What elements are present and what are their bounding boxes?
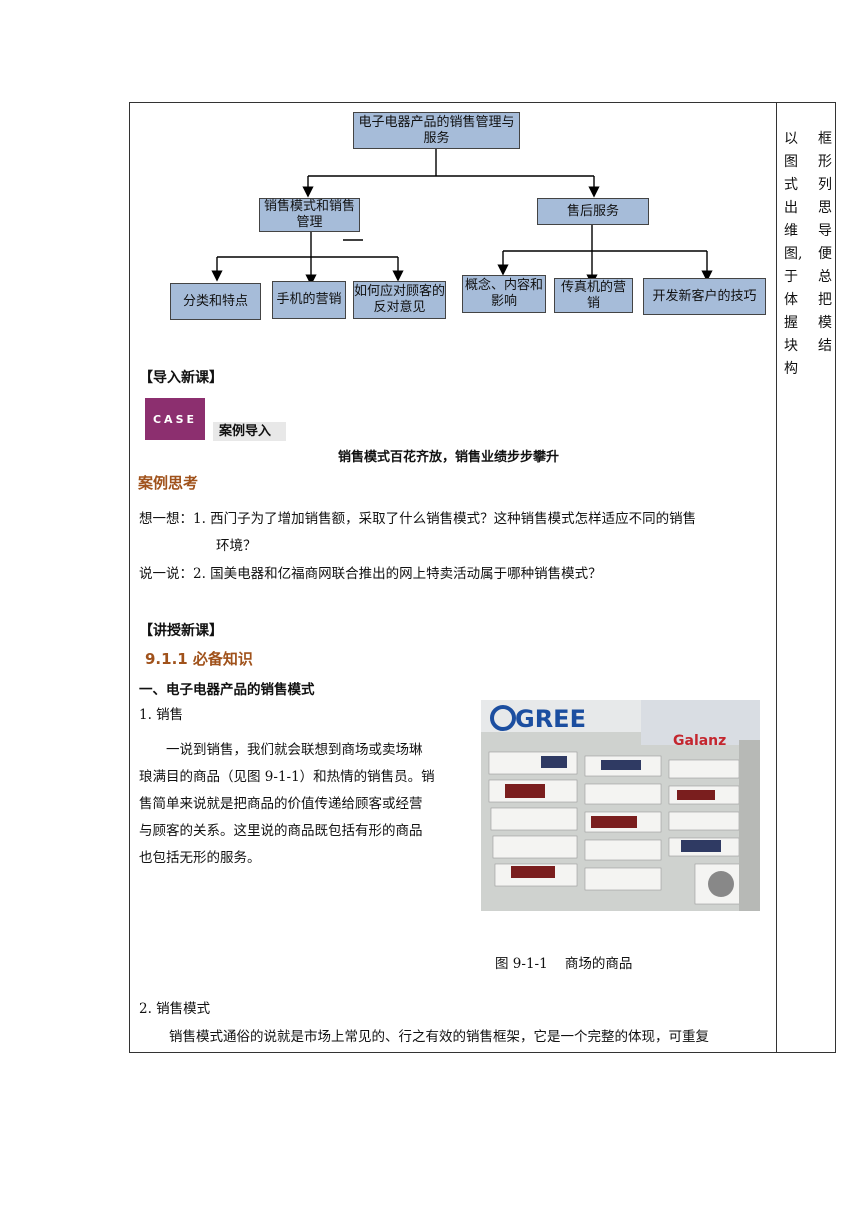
- side-note-row: 图, 便: [784, 243, 832, 266]
- question-1-text: 1. 西门子为了增加销售额，采取了什么销售模式？这种销售模式怎样适应不同的销售: [193, 511, 697, 527]
- side-note-row: 式列: [784, 174, 832, 197]
- side-note-char: 模: [818, 315, 832, 331]
- question-1-continued: 环境？: [216, 538, 257, 554]
- teach-heading: 【讲授新课】: [139, 623, 223, 639]
- knowledge-heading: 9.1.1 必备知识: [145, 650, 253, 668]
- side-note-char: 结: [818, 338, 832, 354]
- mind-map-leaf-classification: 分类和特点: [170, 283, 261, 320]
- side-note-row: 握模: [784, 312, 832, 335]
- side-note-row: 维导: [784, 220, 832, 243]
- side-note-char: 以: [784, 131, 798, 147]
- mind-map-root: 电子电器产品的销售管理与服务: [353, 112, 520, 149]
- side-note-char: 构: [784, 361, 798, 377]
- mind-map-connectors: [211, 148, 713, 286]
- mind-map-leaf-new-clients: 开发新客户的技巧: [643, 278, 766, 315]
- side-note-row: 于总: [784, 266, 832, 289]
- air-conditioner-display-image: GREE Galanz: [481, 700, 760, 911]
- case-label: 案例导入: [213, 422, 286, 441]
- mind-map-branch-service: 售后服务: [537, 198, 649, 225]
- question-1: 想一想：1. 西门子为了增加销售额，采取了什么销售模式？这种销售模式怎样适应不同…: [139, 506, 696, 533]
- paragraph-line: 与顾客的关系。这里说的商品既包括有形的商品: [139, 823, 423, 839]
- question-2-text: 2. 国美电器和亿福商网联合推出的网上特卖活动属于哪种销售模式？: [193, 566, 602, 582]
- figure-caption: 图 9-1-1 商场的商品: [495, 956, 633, 972]
- photo-brand-gree: GREE: [515, 705, 586, 733]
- side-note-char: 块: [784, 338, 798, 354]
- intro-heading: 【导入新课】: [139, 370, 223, 386]
- side-note-row: 以框: [784, 128, 832, 151]
- paragraph-line: 售简单来说就是把商品的价值传递给顾客或经营: [139, 796, 423, 812]
- item-sales-mode: 2. 销售模式: [139, 1001, 211, 1017]
- paragraph-sales: 一说到销售，我们就会联想到商场或卖场琳琅满目的商品（见图 9-1-1）和热情的销…: [139, 737, 469, 872]
- mind-map-leaf-objections: 如何应对顾客的反对意见: [353, 281, 446, 319]
- mall-products-photo: GREE Galanz: [481, 700, 760, 911]
- side-note-char: 体: [784, 292, 798, 308]
- side-note-char: 便: [818, 246, 832, 262]
- side-note-char: 握: [784, 315, 798, 331]
- side-note-row: 图形: [784, 151, 832, 174]
- question-2: 说一说：2. 国美电器和亿福商网联合推出的网上特卖活动属于哪种销售模式？: [139, 561, 602, 588]
- side-note-row: 块结: [784, 335, 832, 358]
- photo-brand-galanz: Galanz: [673, 733, 726, 749]
- question-2-prefix: 说一说：: [139, 566, 193, 582]
- mind-map-branch-sales: 销售模式和销售管理: [259, 198, 360, 232]
- side-note-char: 思: [818, 200, 832, 216]
- subsection-sales-modes: 一、电子电器产品的销售模式: [139, 682, 315, 698]
- side-note-row: 体把: [784, 289, 832, 312]
- side-note-char: 图: [784, 154, 798, 170]
- paragraph-line: 也包括无形的服务。: [139, 850, 261, 866]
- side-note-row: 出思: [784, 197, 832, 220]
- paragraph-line: 琅满目的商品（见图 9-1-1）和热情的销售员。销: [139, 769, 435, 785]
- case-logo: CASE: [145, 398, 205, 440]
- side-note-char: 把: [818, 292, 832, 308]
- side-note-row: 构: [784, 358, 832, 381]
- mind-map-leaf-fax-marketing: 传真机的营销: [554, 278, 633, 313]
- paragraph-sales-mode: 销售模式通俗的说就是市场上常见的、行之有效的销售框架，它是一个完整的体现，可重复: [169, 1029, 709, 1045]
- case-title: 销售模式百花齐放，销售业绩步步攀升: [338, 450, 560, 465]
- paragraph-line: 一说到销售，我们就会联想到商场或卖场琳: [166, 742, 423, 758]
- side-note-char: 式: [784, 177, 798, 193]
- side-note-char: 列: [818, 177, 832, 193]
- mind-map-leaf-concept: 概念、内容和影响: [462, 275, 546, 313]
- side-note-char: 图,: [784, 246, 803, 262]
- item-sales: 1. 销售: [139, 707, 184, 723]
- side-note-char: 维: [784, 223, 798, 239]
- question-1-prefix: 想一想：: [139, 511, 193, 527]
- side-note: 以框图形式列出思维导图,便于总体把握模块结构: [784, 128, 832, 381]
- lesson-table-frame: [129, 102, 836, 1053]
- side-note-char: 框: [818, 131, 832, 147]
- side-note-char: 出: [784, 200, 798, 216]
- side-note-char: 形: [818, 154, 832, 170]
- side-note-char: 于: [784, 269, 798, 285]
- table-column-divider: [776, 102, 777, 1053]
- mind-map-leaf-phone-marketing: 手机的营销: [272, 281, 346, 319]
- side-note-char: 总: [818, 269, 832, 285]
- side-note-char: 导: [818, 223, 832, 239]
- think-heading: 案例思考: [138, 474, 199, 492]
